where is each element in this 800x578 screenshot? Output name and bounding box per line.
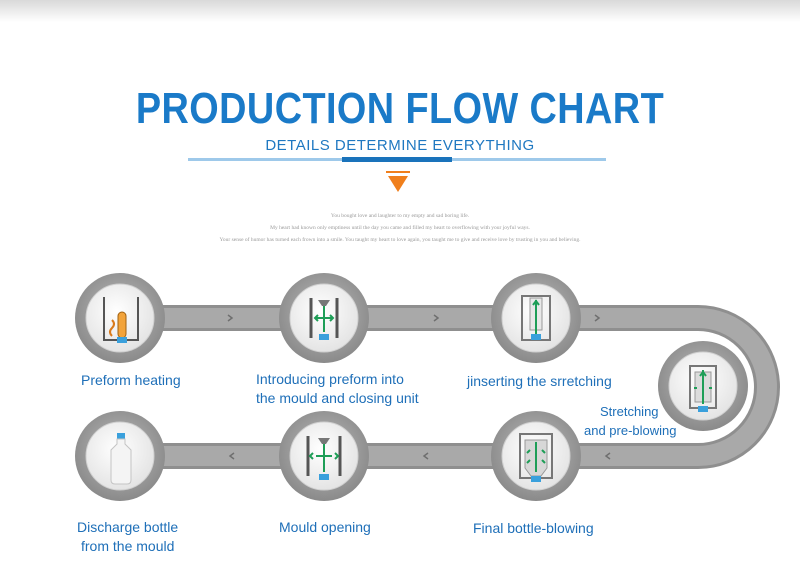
blurb-line-1: You bought love and laughter to my empty… — [330, 213, 470, 219]
step-introducing-preform — [279, 273, 369, 363]
mould-closing-icon — [309, 298, 339, 340]
arrow-bar — [386, 171, 410, 173]
step-label-introducing-line1: Introducing preform into — [256, 371, 404, 387]
chevron-right-icon — [227, 314, 234, 322]
page-title: PRODUCTION FLOW CHART — [135, 84, 665, 133]
step-label-final-blowing: Final bottle-blowing — [473, 520, 594, 536]
step-label-mould-opening: Mould opening — [279, 519, 371, 535]
step-label-discharge-line2: from the mould — [81, 538, 175, 554]
step-label-preform-heating: Preform heating — [81, 372, 181, 388]
step-label-discharge-line1: Discharge bottle — [77, 519, 179, 535]
final-blowing-icon — [519, 433, 553, 482]
blurb-line-2: My heart had known only emptiness until … — [270, 225, 530, 231]
step-final-blowing — [491, 411, 581, 501]
pre-blowing-icon — [689, 365, 717, 412]
page-subtitle: DETAILS DETERMINE EVERYTHING — [265, 137, 535, 154]
blurb-line-3: Your sense of humor has turned each frow… — [219, 237, 581, 243]
chevron-left-icon — [422, 452, 429, 460]
step-inserting-stretching — [491, 273, 581, 363]
preform-heating-icon — [103, 297, 139, 343]
step-label-stretching-line1: Stretching — [600, 404, 659, 419]
chevron-left-icon — [228, 452, 235, 460]
chevron-right-icon — [594, 314, 601, 322]
title-divider-accent — [342, 157, 452, 162]
step-label-inserting: jinserting the srretching — [467, 373, 612, 389]
top-shadow-band — [0, 0, 800, 22]
track-direction-arrows — [227, 314, 611, 460]
chevron-right-icon — [433, 314, 440, 322]
step-preform-heating — [75, 273, 165, 363]
chevron-left-icon — [604, 452, 611, 460]
step-discharge-bottle — [75, 411, 165, 501]
step-stretching-preblowing — [658, 341, 748, 431]
step-mould-opening — [279, 411, 369, 501]
mould-opening-icon — [306, 436, 342, 480]
step-label-stretching-line2: and pre-blowing — [584, 423, 677, 438]
step-label-introducing-line2: the mould and closing unit — [256, 390, 419, 406]
down-arrow-icon — [388, 176, 408, 192]
bottle-icon — [110, 433, 132, 485]
process-track — [107, 305, 780, 469]
stretching-rod-icon — [521, 295, 551, 341]
